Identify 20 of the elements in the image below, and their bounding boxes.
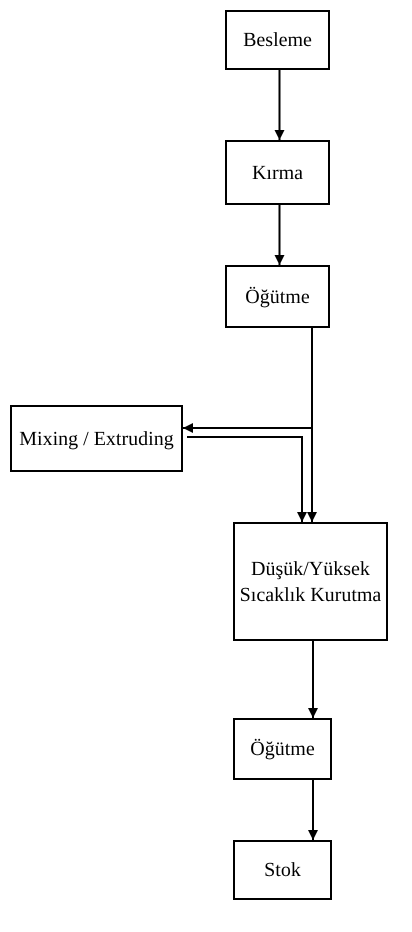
process-box xyxy=(233,718,332,780)
box-label: Besleme xyxy=(243,28,312,53)
box-label: Öğütme xyxy=(250,737,315,762)
box-label: Kırma xyxy=(252,160,304,186)
box-label: Stok xyxy=(264,858,301,883)
process-box xyxy=(225,140,330,205)
arrow xyxy=(187,436,307,522)
arrow xyxy=(274,205,284,265)
process-box xyxy=(10,405,183,472)
box-label: Mixing / Extruding xyxy=(19,426,174,452)
arrow xyxy=(307,328,317,522)
box-label: Düşük/Yüksek Sıcaklık Kurutma xyxy=(239,556,382,608)
arrow xyxy=(308,641,318,718)
arrow xyxy=(274,70,284,140)
process-box xyxy=(233,522,388,641)
arrow xyxy=(308,780,318,840)
box-label: Öğütme xyxy=(245,284,310,310)
process-box xyxy=(225,10,330,70)
process-box xyxy=(225,265,330,328)
process-box xyxy=(233,840,332,900)
